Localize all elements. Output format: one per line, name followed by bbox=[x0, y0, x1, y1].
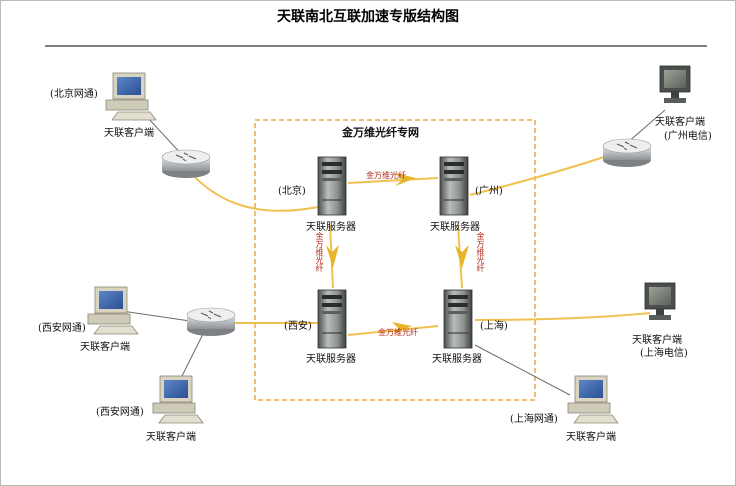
client-label-guangzhou: 天联客户端 bbox=[655, 117, 705, 128]
network-xian-netcom-2: (西安网通) bbox=[96, 407, 144, 418]
diagram-title: 天联南北互联加速专版结构图 bbox=[277, 9, 459, 25]
client-pc-xian-1 bbox=[87, 286, 139, 335]
link-guangzhou-client-router bbox=[626, 109, 666, 144]
client-label-beijing: 天联客户端 bbox=[104, 128, 154, 139]
link-xian-client2-router bbox=[179, 329, 206, 381]
fiber-guangzhou-server-router bbox=[469, 154, 611, 196]
client-pc-shanghai-netcom bbox=[567, 375, 619, 424]
link-label-beijing-guangzhou: 金万维光纤 bbox=[366, 171, 406, 180]
fiber-network-frame bbox=[254, 119, 536, 401]
server-city-shanghai: (上海) bbox=[480, 321, 508, 332]
client-label-shanghai-telecom: 天联客户端 bbox=[632, 335, 682, 346]
link-label-guangzhou-shanghai: 金万维光纤 bbox=[476, 232, 485, 272]
network-shanghai-netcom: (上海网通) bbox=[510, 414, 558, 425]
client-pc-xian-2 bbox=[152, 375, 204, 424]
arrow-xian-shanghai bbox=[392, 322, 412, 335]
server-label-guangzhou: 天联服务器 bbox=[430, 222, 480, 233]
link-xian-client1-router bbox=[121, 310, 191, 322]
network-guangzhou-telecom: (广州电信) bbox=[664, 131, 712, 142]
server-label-beijing: 天联服务器 bbox=[306, 222, 356, 233]
network-beijing-netcom: (北京网通) bbox=[50, 89, 98, 100]
client-label-xian-2: 天联客户端 bbox=[146, 432, 196, 443]
network-shanghai-telecom: (上海电信) bbox=[640, 348, 688, 359]
server-city-guangzhou: (广州) bbox=[475, 186, 503, 197]
server-xian bbox=[317, 289, 347, 349]
link-label-beijing-xian: 金万维光纤 bbox=[315, 232, 324, 272]
arrow-guangzhou-shanghai bbox=[455, 245, 469, 268]
router-beijing bbox=[161, 149, 211, 178]
server-beijing bbox=[317, 156, 347, 216]
client-monitor-guangzhou bbox=[659, 65, 691, 103]
client-label-xian-1: 天联客户端 bbox=[80, 342, 130, 353]
link-label-xian-shanghai: 金万维光纤 bbox=[378, 328, 418, 337]
fiber-beijing-guangzhou bbox=[347, 177, 439, 184]
client-label-shanghai-netcom: 天联客户端 bbox=[566, 432, 616, 443]
network-xian-netcom-1: (西安网通) bbox=[38, 323, 86, 334]
fiber-network-title: 金万维光纤专网 bbox=[342, 126, 419, 139]
server-city-xian: (西安) bbox=[284, 321, 312, 332]
link-shanghai-server-client bbox=[474, 344, 571, 396]
server-shanghai bbox=[443, 289, 473, 349]
server-label-xian: 天联服务器 bbox=[306, 354, 356, 365]
fiber-shanghai-server-client bbox=[474, 312, 651, 321]
arrow-beijing-guangzhou bbox=[395, 173, 416, 186]
router-guangzhou bbox=[602, 138, 652, 167]
server-label-shanghai: 天联服务器 bbox=[432, 354, 482, 365]
fiber-xian-shanghai bbox=[347, 325, 439, 336]
client-monitor-shanghai bbox=[644, 282, 676, 320]
arrow-beijing-xian bbox=[326, 245, 339, 268]
server-guangzhou bbox=[439, 156, 469, 216]
fiber-beijing-router-server bbox=[189, 171, 319, 212]
router-xian bbox=[186, 307, 236, 336]
client-pc-beijing bbox=[105, 72, 157, 121]
server-city-beijing: (北京) bbox=[278, 186, 306, 197]
